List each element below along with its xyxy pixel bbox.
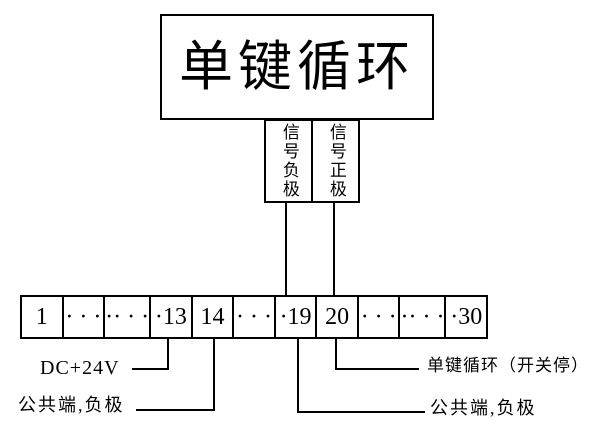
terminal-cell-13: ·13: [149, 297, 191, 337]
callout-line-common-right-vertical: [297, 339, 299, 413]
label-dc24v: DC+24V: [40, 357, 120, 379]
terminal-strip: 1 · · · ·· · · ·13 14 · · · ·19 20 · · ·…: [20, 295, 488, 339]
terminal-cell-ellipsis: ·· · ·: [398, 297, 444, 337]
label-single-key-cycle: 单键循环（开关停）: [427, 356, 589, 375]
wire-signal-negative: [285, 202, 287, 295]
label-common-negative-left: 公共端,负极: [18, 395, 125, 415]
terminal-cell-ellipsis: · · ·: [61, 297, 104, 337]
label-common-negative-right: 公共端,负极: [430, 398, 537, 418]
terminal-cell-ellipsis: · · ·: [232, 297, 274, 337]
terminal-cell-14: 14: [190, 297, 233, 337]
callout-line-dc24v-horizontal: [132, 368, 169, 370]
device-title: 单键循环: [179, 37, 415, 97]
signal-negative-label: 信号负极: [279, 123, 299, 199]
signal-negative-box: 信号负极: [264, 119, 313, 203]
signal-positive-box: 信号正极: [311, 119, 360, 203]
terminal-cell-1: 1: [35, 304, 48, 330]
terminal-cell-20: 20: [315, 297, 357, 337]
callout-line-single-key-horizontal: [335, 368, 419, 370]
terminal-cell-ellipsis: ·· · ·: [103, 297, 149, 337]
terminal-cell-30: ·30: [444, 297, 486, 337]
wire-signal-positive: [333, 202, 335, 295]
signal-positive-label: 信号正极: [326, 123, 346, 199]
callout-line-single-key-vertical: [335, 339, 337, 370]
callout-line-common-left-vertical: [213, 339, 215, 411]
terminal-cell-19: ·19: [273, 297, 316, 337]
terminal-cell-ellipsis: · · ·: [356, 297, 399, 337]
callout-line-common-left-horizontal: [136, 409, 215, 411]
callout-line-common-right-horizontal: [297, 411, 425, 413]
device-title-box: 单键循环: [160, 14, 434, 120]
callout-line-dc24v-vertical: [167, 339, 169, 370]
